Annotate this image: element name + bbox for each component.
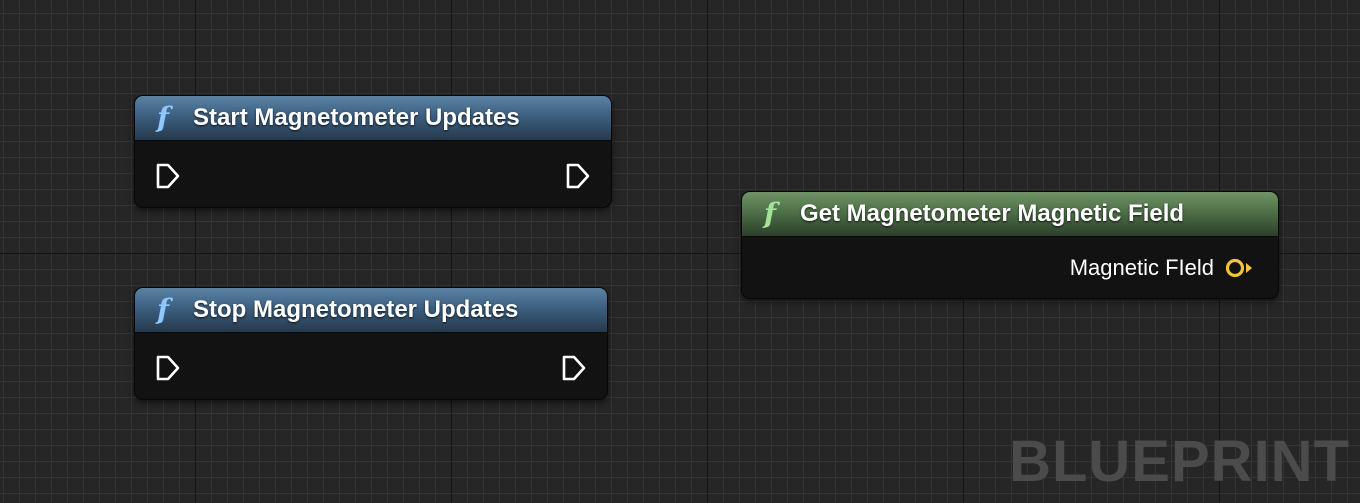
node-title: Start Magnetometer Updates — [193, 104, 520, 131]
magnetic-field-output-row: Magnetic FIeld — [1070, 255, 1254, 281]
node-header[interactable]: f Start Magnetometer Updates — [135, 96, 611, 141]
node-header[interactable]: f Get Magnetometer Magnetic Field — [742, 192, 1278, 237]
node-body — [135, 333, 607, 399]
function-icon: f — [157, 101, 170, 134]
vector-output-pin-icon[interactable] — [1224, 257, 1254, 279]
node-header[interactable]: f Stop Magnetometer Updates — [135, 288, 607, 333]
start-magnetometer-updates-node[interactable]: f Start Magnetometer Updates — [135, 96, 611, 207]
node-title: Stop Magnetometer Updates — [193, 296, 519, 323]
exec-out-pin[interactable] — [565, 162, 591, 190]
blueprint-watermark: BLUEPRINT — [1009, 429, 1350, 494]
function-icon: f — [764, 197, 777, 230]
exec-out-pin[interactable] — [561, 354, 587, 382]
stop-magnetometer-updates-node[interactable]: f Stop Magnetometer Updates — [135, 288, 607, 399]
magnetic-field-output-label: Magnetic FIeld — [1069, 255, 1214, 280]
node-title: Get Magnetometer Magnetic Field — [800, 200, 1185, 227]
node-body: Magnetic FIeld — [742, 237, 1278, 298]
function-icon: f — [157, 293, 170, 326]
node-body — [135, 141, 611, 207]
exec-in-pin[interactable] — [155, 162, 181, 190]
get-magnetometer-magnetic-field-node[interactable]: f Get Magnetometer Magnetic Field Magnet… — [742, 192, 1278, 298]
exec-in-pin[interactable] — [155, 354, 181, 382]
